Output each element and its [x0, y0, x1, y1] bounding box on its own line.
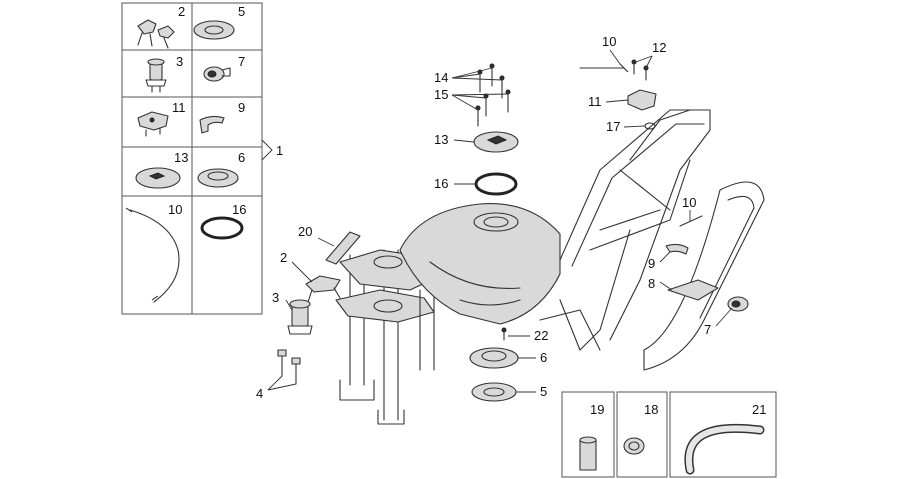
kit-ignition-lock-drawing [145, 58, 167, 93]
kit-ring-nut-drawing [197, 168, 239, 188]
kit-bracket-drawing [199, 115, 225, 134]
kit-cell-bracket-number: 9 [238, 100, 245, 115]
kit-cell-seat-lock-number: 11 [172, 100, 186, 115]
callout-screws-15: 15 [434, 87, 448, 102]
kit-lock-barrel-drawing [203, 66, 231, 82]
kit-seat-lock-drawing [137, 111, 169, 137]
accessory-hose-number: 21 [752, 402, 766, 417]
kit-panel: 1 2 5 3 7 11 9 13 6 10 16 [121, 2, 283, 315]
callout-tank-cap-main: 13 [434, 132, 448, 147]
callout-label: 20 [298, 224, 312, 239]
hose-drawing [684, 423, 765, 475]
spacer-drawing [579, 436, 597, 471]
kit-cell-gasket-number: 5 [238, 4, 245, 19]
accessory-spacer-number: 19 [590, 402, 604, 417]
callout-o-ring-main: 16 [434, 176, 448, 191]
frame [539, 109, 711, 351]
kit-cell-key-set-number: 2 [178, 4, 185, 19]
callouts: 10 12 14 15 11 17 13 16 10 20 2 9 3 8 [256, 34, 733, 401]
kit-cell-ring-nut-number: 6 [238, 150, 245, 165]
callout-lock-main: 7 [704, 322, 711, 337]
kit-gasket-drawing [193, 20, 235, 40]
kit-cable-drawing [125, 207, 180, 303]
callout-washer: 17 [606, 119, 620, 134]
kit-key-set-drawing [137, 19, 175, 49]
callout-seat-lock-main: 11 [588, 94, 602, 109]
kit-cell-o-ring-number: 16 [232, 202, 246, 217]
accessory-clamp-number: 18 [644, 402, 658, 417]
callout-bolts-4: 4 [256, 386, 263, 401]
kit-o-ring-drawing [200, 216, 244, 240]
kit-tank-cap-drawing [135, 167, 181, 189]
fork-assembly [335, 249, 441, 425]
kit-cell-ignition-lock-number: 3 [176, 54, 183, 69]
callout-key-main: 2 [280, 250, 287, 265]
callout-cable-top: 10 [602, 34, 616, 49]
callout-gasket-main: 5 [540, 384, 547, 399]
callout-cable-right: 10 [682, 195, 696, 210]
main-parts [277, 59, 749, 402]
callout-screw-top: 12 [652, 40, 666, 55]
kit-cell-tank-cap-number: 13 [174, 150, 188, 165]
callout-ignition-main: 3 [272, 290, 279, 305]
fuel-tank [399, 203, 561, 325]
callout-ring-nut-main: 6 [540, 350, 547, 365]
kit-group-number: 1 [276, 143, 283, 158]
clamp-drawing [623, 437, 645, 455]
callout-bracket-main: 9 [648, 256, 655, 271]
callout-screw-22: 22 [534, 328, 548, 343]
side-panel [643, 181, 765, 371]
callout-screws-14: 14 [434, 70, 448, 85]
kit-cell-cable-number: 10 [168, 202, 182, 217]
accessory-panel: 19 18 21 [561, 391, 777, 478]
kit-cell-lock-barrel-number: 7 [238, 54, 245, 69]
callout-panel: 8 [648, 276, 655, 291]
